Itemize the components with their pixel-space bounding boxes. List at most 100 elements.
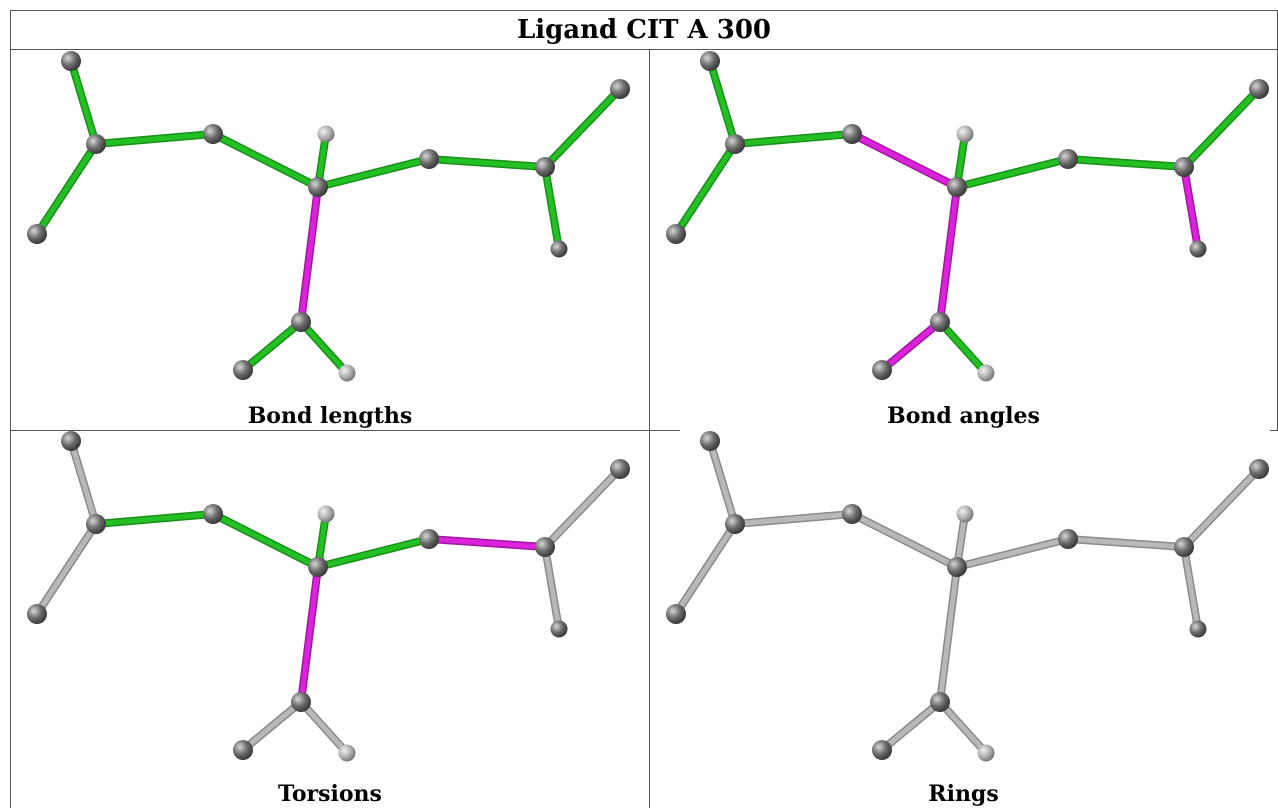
atom <box>203 504 223 524</box>
bond <box>937 699 989 756</box>
atom <box>842 504 862 524</box>
row-divider-left <box>10 430 649 431</box>
bond <box>34 521 99 617</box>
atom <box>666 604 686 624</box>
bond <box>298 564 321 705</box>
panel-bond-angles: Bond angles <box>650 51 1277 430</box>
bond <box>879 319 943 373</box>
bond <box>34 141 99 237</box>
bond <box>298 699 350 756</box>
atom <box>872 740 892 760</box>
bond <box>1181 544 1201 632</box>
bond <box>1065 536 1187 550</box>
atom <box>317 505 335 523</box>
caption-bond-angles: Bond angles <box>887 403 1040 429</box>
atom <box>27 224 47 244</box>
atom <box>1189 240 1207 258</box>
bond <box>93 131 216 147</box>
column-divider <box>649 50 650 808</box>
bond <box>426 156 548 170</box>
caption-rings: Rings <box>928 781 999 807</box>
bond <box>849 511 960 570</box>
atom <box>700 51 720 71</box>
atom <box>338 364 356 382</box>
bond <box>707 58 738 147</box>
molecule-view-rings <box>666 431 1269 762</box>
row-divider-right-a <box>650 430 680 431</box>
atom <box>61 431 81 451</box>
atom <box>203 124 223 144</box>
bond <box>542 466 623 550</box>
panel-rings: Rings <box>650 431 1277 808</box>
atom <box>842 124 862 144</box>
bond <box>315 156 432 190</box>
atom <box>947 557 967 577</box>
bond <box>673 521 738 617</box>
bond <box>315 536 432 570</box>
bond <box>1181 86 1262 170</box>
bond <box>879 699 943 753</box>
bond <box>542 164 562 252</box>
atom <box>308 177 328 197</box>
panel-bond-lengths: Bond lengths <box>11 51 649 430</box>
atom <box>725 134 745 154</box>
bond <box>937 564 960 705</box>
atom <box>550 240 568 258</box>
bond <box>937 319 989 376</box>
bond <box>1065 156 1187 170</box>
bond <box>240 699 304 753</box>
atom <box>956 505 974 523</box>
atom <box>535 157 555 177</box>
caption-bond-lengths: Bond lengths <box>247 403 413 429</box>
bond <box>298 184 321 325</box>
bond <box>93 511 216 527</box>
atom <box>291 692 311 712</box>
atom <box>977 744 995 762</box>
bond <box>1181 466 1262 550</box>
molecule-view-bond-lengths <box>27 51 630 382</box>
atom <box>666 224 686 244</box>
atom <box>61 51 81 71</box>
atom <box>947 177 967 197</box>
atom <box>1058 529 1078 549</box>
atom <box>535 537 555 557</box>
bond <box>954 536 1071 570</box>
atom <box>1189 620 1207 638</box>
atom <box>610 459 630 479</box>
bond <box>210 511 321 570</box>
bond <box>210 131 321 190</box>
row-divider-right-b <box>1270 430 1278 431</box>
atom <box>930 692 950 712</box>
table-frame <box>10 10 1278 808</box>
bond <box>542 86 623 170</box>
bond <box>673 141 738 237</box>
bond <box>937 184 960 325</box>
atom <box>700 431 720 451</box>
atom <box>86 134 106 154</box>
atom <box>317 125 335 143</box>
bond <box>68 438 99 527</box>
bond <box>954 156 1071 190</box>
atom <box>956 125 974 143</box>
atom <box>1249 79 1269 99</box>
bond <box>240 319 304 373</box>
atom <box>1249 459 1269 479</box>
atom <box>872 360 892 380</box>
bond <box>68 58 99 147</box>
atom <box>291 312 311 332</box>
atom <box>930 312 950 332</box>
ligand-title: Ligand CIT A 300 <box>10 10 1278 50</box>
atom <box>338 744 356 762</box>
atom <box>550 620 568 638</box>
atom <box>1058 149 1078 169</box>
atom <box>977 364 995 382</box>
bond <box>298 319 350 376</box>
atom <box>419 529 439 549</box>
bond <box>426 536 548 550</box>
molecule-view-torsions <box>27 431 630 762</box>
bond <box>849 131 960 190</box>
atom <box>1174 537 1194 557</box>
bond <box>1181 164 1201 252</box>
atom <box>86 514 106 534</box>
panel-torsions: Torsions <box>11 431 649 808</box>
